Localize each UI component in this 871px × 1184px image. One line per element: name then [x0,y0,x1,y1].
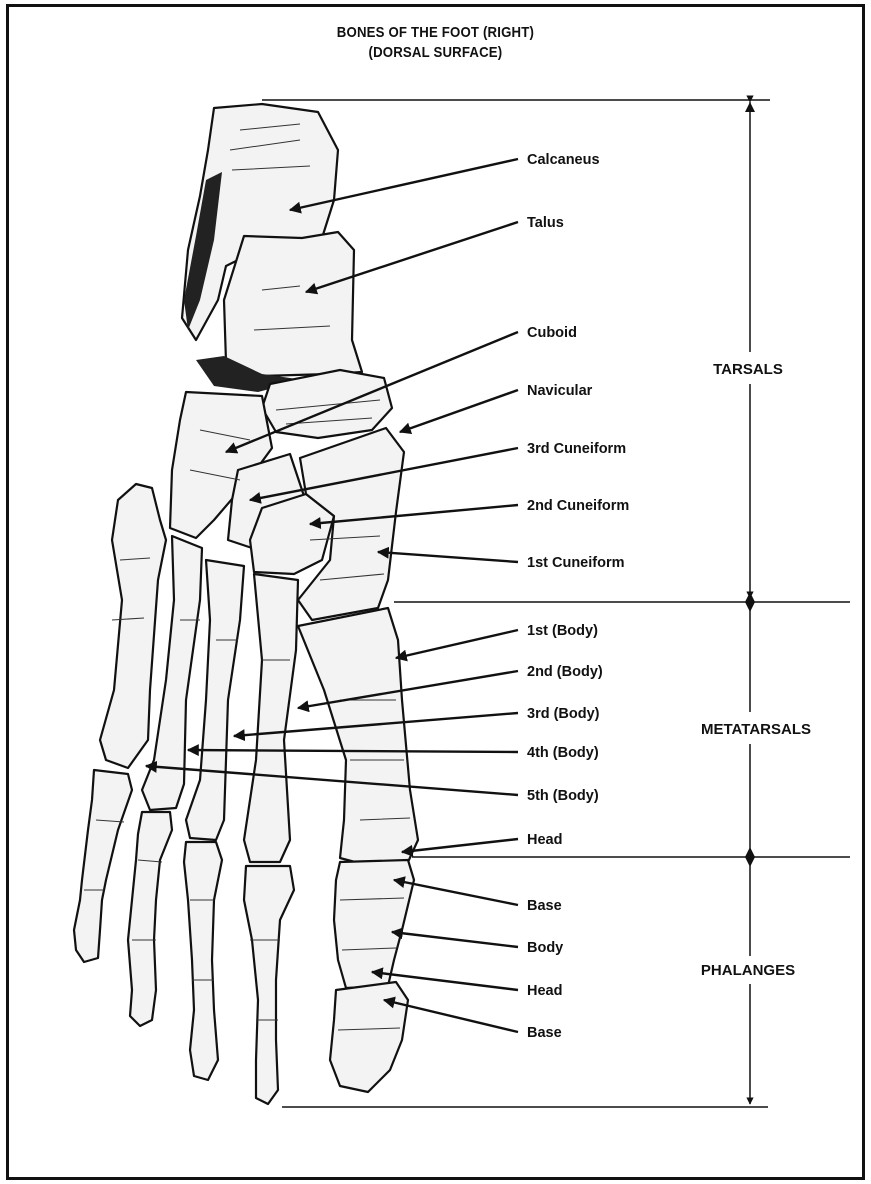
label-cuboid: Cuboid [527,325,577,341]
big-toe-distal-phalanx [330,982,408,1092]
label-second-cuneiform: 2nd Cuneiform [527,498,629,514]
label-distal-phalanx-base: Base [527,1025,562,1041]
foot-bones-illustration [74,104,418,1104]
label-metatarsal-head: Head [527,832,562,848]
fifth-metatarsal [100,484,166,768]
group-label-metatarsals: METATARSALS [701,721,811,738]
label-third-metatarsal-body: 3rd (Body) [527,706,600,722]
group-label-phalanges: PHALANGES [701,962,795,979]
second-toe-phalanges [244,866,294,1104]
label-talus: Talus [527,215,564,231]
big-toe-proximal-phalanx [334,860,414,988]
label-third-cuneiform: 3rd Cuneiform [527,441,626,457]
label-second-metatarsal-body: 2nd (Body) [527,664,603,680]
group-label-tarsals: TARSALS [713,361,783,378]
fourth-toe-phalanges [128,812,172,1026]
label-calcaneus: Calcaneus [527,152,600,168]
third-toe-phalanges [184,842,222,1080]
talus-bone [224,232,362,376]
label-fourth-metatarsal-body: 4th (Body) [527,745,599,761]
label-proximal-phalanx-body: Body [527,940,563,956]
label-fifth-metatarsal-body: 5th (Body) [527,788,599,804]
fifth-toe-phalanges [74,770,132,962]
group-labels: TARSALS METATARSALS PHALANGES [701,361,811,979]
label-proximal-phalanx-head: Head [527,983,562,999]
first-metatarsal [298,608,418,866]
bone-labels: Calcaneus Talus Cuboid Navicular 3rd Cun… [527,152,629,1041]
label-first-cuneiform: 1st Cuneiform [527,555,625,571]
label-first-metatarsal-body: 1st (Body) [527,623,598,639]
second-metatarsal [244,574,298,862]
label-navicular: Navicular [527,383,593,399]
label-proximal-phalanx-base: Base [527,898,562,914]
